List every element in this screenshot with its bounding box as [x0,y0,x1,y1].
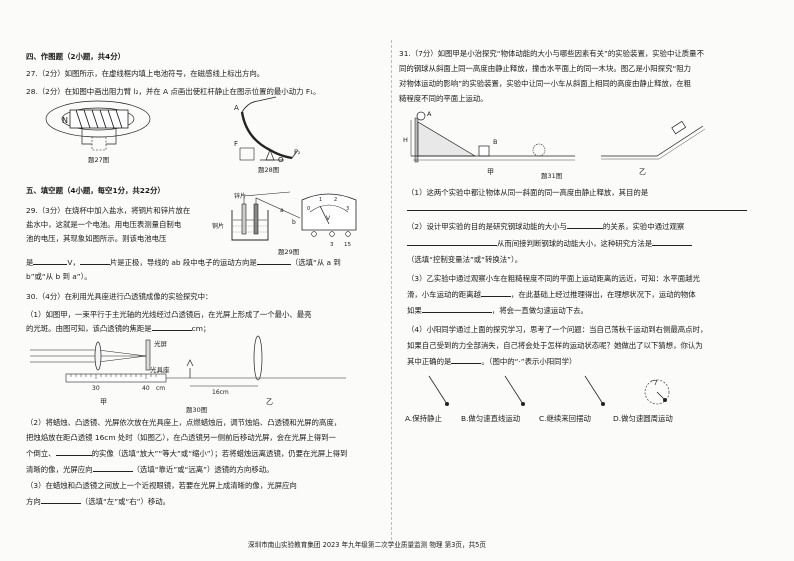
copper-label: 铜片 [212,222,224,230]
question-30-line-8: （3）在蜡烛和凸透镜之间放上一个近视眼镜，若要在光屏上成清晰的像，光屏应向 [26,481,297,490]
svg-text:40: 40 [142,385,150,392]
svg-text:0: 0 [307,206,310,212]
answer-blank-image-size[interactable] [55,455,92,456]
question-31-part-1: （1）这两个实验中都让物体从同一斜面的同一高度由静止释放，其目的是 [407,188,649,197]
question-31-part-1-blank-line [407,204,747,213]
figure-31-experiments: A H B 甲 乙 题31图 [403,110,706,180]
light-screen-label: 光屏 [154,339,168,348]
question-31-part-3-line-3: 如果，将会一直做匀速运动下去。 [407,306,588,315]
question-29-line-5: b”或“从 b 到 a”）。 [26,272,92,281]
question-30-line-5: 把烛焰放在距凸透镜 16cm 处时（如图乙），在凸透镜另一侧前后移动光屏，会在光… [26,433,336,442]
answer-blank-left-right[interactable] [40,503,81,504]
svg-text:2: 2 [334,197,337,203]
svg-text:1: 1 [319,197,322,203]
answer-blank-condition[interactable] [421,312,492,313]
figure-29-voltmeter: 锌片 铜片 a b 0 1 2 3 V 3 15 题29图 [212,191,357,256]
question-30-line-6: 个倒立、的实像（选填“放大”“等大”或“缩小”）；若将蜡烛远离透镜，仍要在光屏上… [26,449,348,458]
question-30-line-2: （1）如图甲，一束平行于主光轴的光线经过凸透镜后，在光屏上形成了一个最小、最亮 [26,310,312,319]
question-31-line-4: 糙程度不同的平面上运动。 [399,94,488,103]
pivot-o-label: O [278,156,284,164]
figure-jia-label-31: 甲 [487,168,494,176]
svg-text:cm: cm [156,385,165,392]
question-31-part-3-line-1: （3）乙实验中通过观察小车在粗糙程度不同的平面上运动距离的远近，可知：水平面越光 [407,274,700,283]
question-29-line-3: 池的电压，其现象如图所示。则该电池电压 [26,234,167,243]
figure-28-caption: 题28图 [258,166,279,174]
question-31-part-2-line-3: （选填“控制变量法”或“转换法”）。 [407,255,523,264]
wire-b-label: b [292,219,296,226]
option-a[interactable]: A.保持静止 [405,414,442,423]
question-31-part-3-line-2: 滑，小车运动的距离越，在此基础上经过推理得出，在理想状况下，运动的物体 [407,290,696,299]
svg-text:30: 30 [92,385,100,392]
question-30-line-1: 30.（4分）在利用光具座进行凸透镜成像的实验探究中： [26,292,213,301]
height-h-label: H [403,136,408,144]
page-footer: 深圳市南山实验教育集团 2023 年九年级第二次学业质量监测 物理 第3页，共5… [248,541,486,549]
figure-30-caption: 题30图 [186,406,207,414]
answer-blank-focal-length[interactable] [151,330,192,331]
question-29-line-1: 29.（3分）在烧杯中加入盐水，将铜片和锌片放在 [26,206,191,215]
battery-dashed-box [91,136,107,151]
ball-a-label: A [427,110,432,118]
question-31-line-2: 同的钢球从斜面上同一高度由静止释放，撞击水平面上的同一木块。图乙是小阳探究“阻力 [399,64,692,73]
block-b-label: B [493,138,497,146]
option-c-figure [584,375,604,405]
figure-yi-label-31: 乙 [639,168,646,176]
figure-28-lever: A O F₂ F 题28图 [234,96,301,174]
section-4-title: 四、作图题（2小题，共4分） [26,52,125,61]
option-b-figure [504,375,524,405]
answer-blank-purpose[interactable] [407,210,747,211]
question-31-line-1: 31.（7分）如图甲是小治探究“物体动能的大小与哪些因素有关”的实验装置，实验中… [399,49,704,58]
swing-option-figures [428,375,670,406]
answer-blank-distance[interactable] [480,296,511,297]
figure-31-caption: 题31图 [541,172,562,180]
question-30-line-7: 清晰的像，光屏应向（选填“靠近”或“远离”）透镜的方向移动。 [26,465,274,474]
option-b[interactable]: B.做匀速直线运动 [461,414,521,423]
question-31-part-4-line-1: （4）小阳同学通过上面的探究学习，思考了一个问题：当自己荡秋千运动到右侧最高点时… [407,325,708,334]
wire-a-label: a [280,207,284,214]
option-d[interactable]: D.做匀速圆周运动 [613,414,673,423]
question-30-line-9: 方向（选填“左”或“右”）移动。 [26,497,171,506]
figure-27-caption: 题27图 [88,156,109,164]
north-pole-label: N [62,116,68,125]
figure-30-optical-bench: 光屏 光具座 30 40 cm 甲 16cm 乙 题30图 [30,335,346,414]
figure-29-caption: 题29图 [278,248,299,256]
question-31-part-2-line-2: 从而间接判断钢球的动能大小，这种研究方法是 [407,239,693,248]
figure-jia-label: 甲 [100,398,107,406]
answer-blank-factor[interactable] [566,228,603,229]
optical-bench-label: 光具座 [150,365,170,374]
figure-yi-label: 乙 [266,398,273,406]
question-29-line-2: 盐水中，这就是一个电池。用电压表测量自制电 [26,220,182,229]
svg-text:3: 3 [330,242,334,248]
question-31-part-2-line-1: （2）设计甲实验的目的是研究钢球动能的大小与的关系，实验中通过观察 [407,222,685,231]
option-c[interactable]: C.继续来回摆动 [539,414,591,423]
point-a-label: A [234,104,239,112]
option-a-figure [428,375,448,405]
distance-16cm-label: 16cm [212,389,229,396]
question-30-line-4: （2）将蜡烛、凸透镜、光屏依次放在光具座上，点燃蜡烛后，调节烛焰、凸透镜和光屏的… [26,418,342,427]
voltmeter-needle [319,205,330,225]
answer-blank-voltage[interactable] [33,264,68,265]
answer-blank-method[interactable] [652,245,693,246]
voltmeter-v-label: V [326,215,331,222]
question-31-part-4-line-3: 其中正确的是。（图中的“·”表示小阳同学） [407,357,577,366]
answer-blank-choice[interactable] [451,363,482,364]
force-f-label: F [234,140,238,148]
question-31-line-3: 对物体运动的影响”的实验装置，实验中让同一小车从斜面上相同的高度由静止释放，在粗 [399,79,692,88]
question-31-part-4-line-2: 如果自己受到的力全部消失，自己将会处于怎样的运动状态呢？她做出了以下猜想，你认为 [407,341,703,350]
answer-blank-observation[interactable] [407,245,497,246]
answer-blank-screen-direction[interactable] [92,471,133,472]
force-f2-label: F₂ [294,148,301,156]
svg-text:15: 15 [344,242,351,248]
column-divider [391,40,392,540]
question-28: 28.（2分）在如图中画出阻力臂 l₂，并在 A 点画出使杠杆静止在图示位置的最… [26,87,321,96]
answer-blank-positive[interactable] [79,264,110,265]
answer-blank-direction[interactable] [256,264,291,265]
section-5-title: 五、填空题（4小题，每空1分，共22分） [26,186,165,195]
figure-27-solenoid: N 题27图 [45,100,151,164]
svg-text:3: 3 [346,206,349,212]
question-27: 27.（2分）如图所示，在虚线框内填上电池符号，在磁感线上标出方向。 [26,69,265,78]
zinc-label: 锌片 [234,192,246,200]
